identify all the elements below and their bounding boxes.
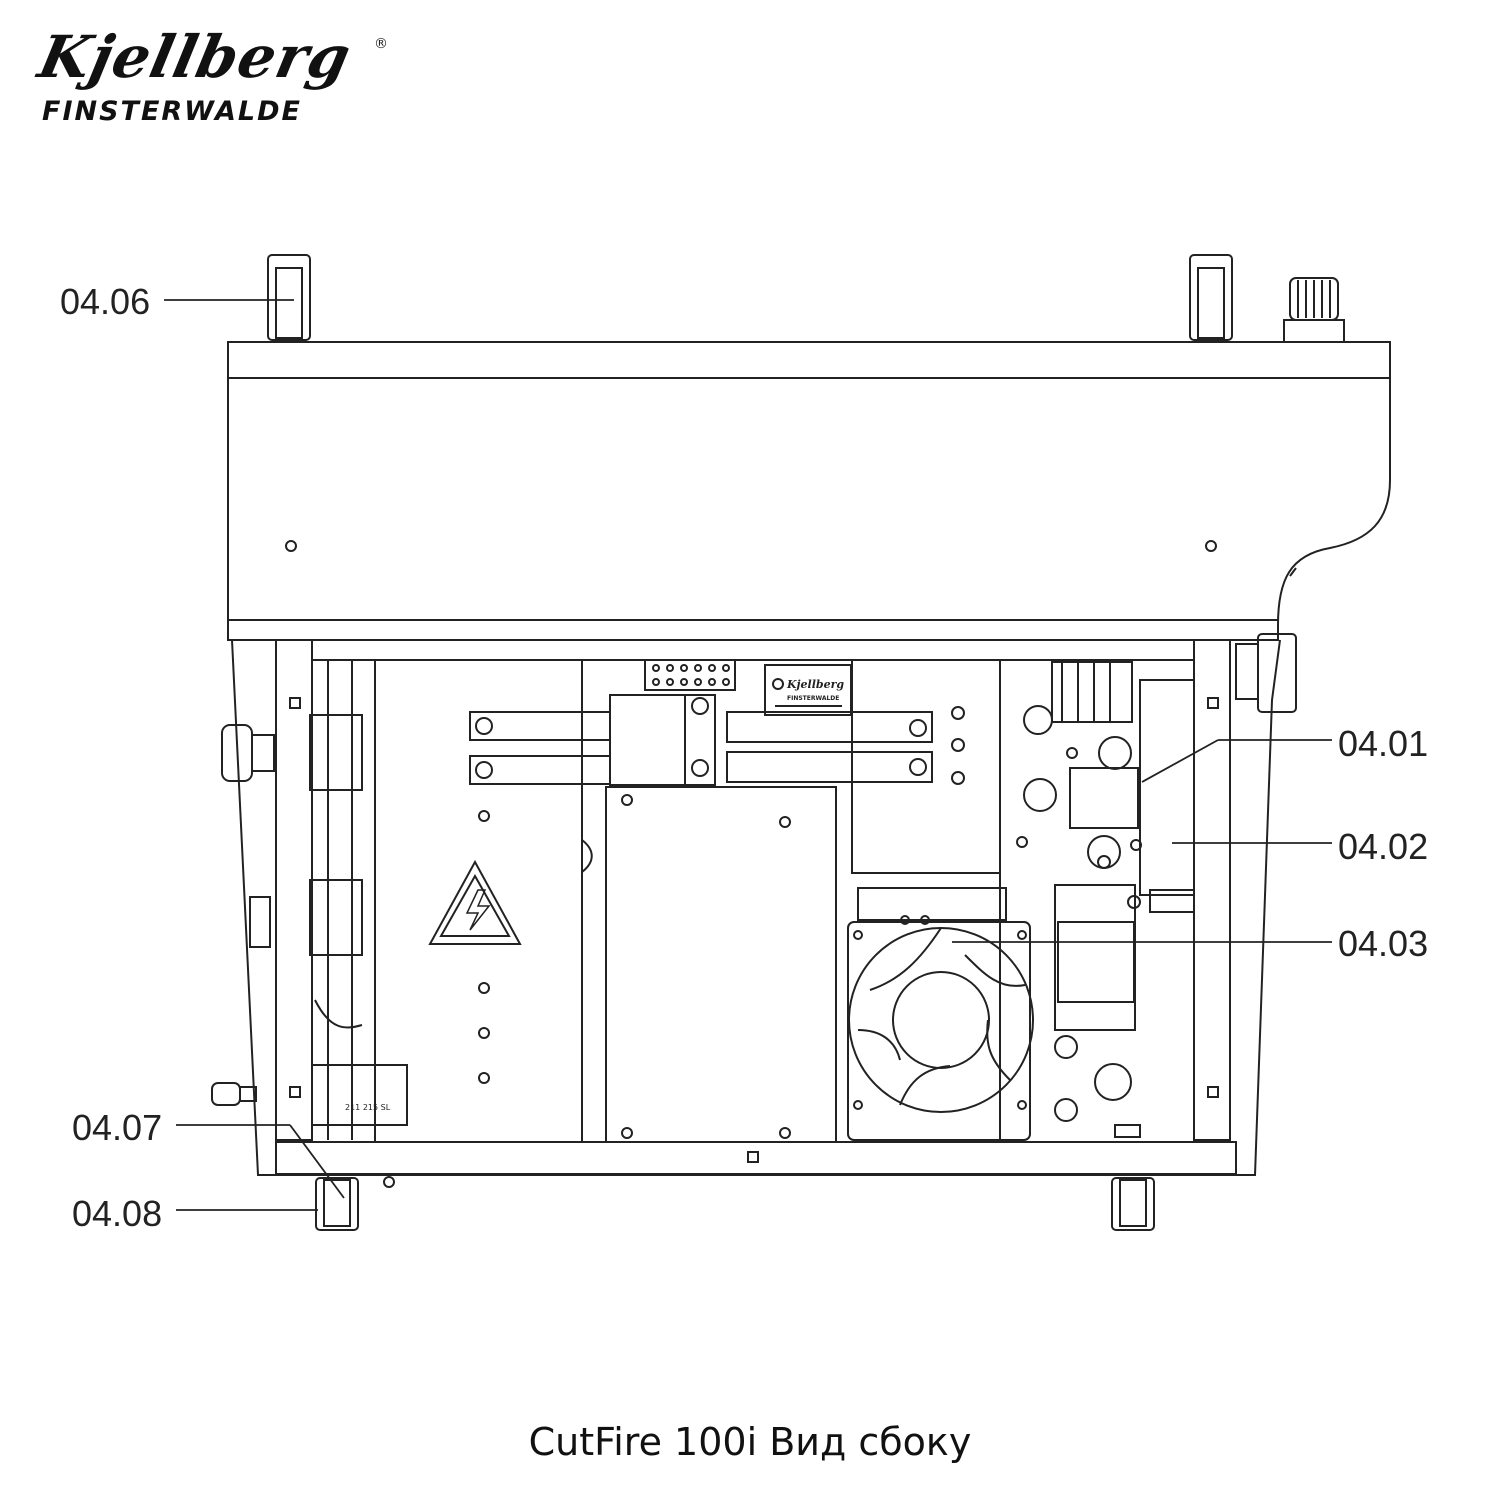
left-side-components: 211 215 SL	[211, 660, 408, 1231]
callout-04-01: 04.01	[1338, 723, 1429, 764]
control-board	[581, 786, 837, 1143]
leader-0401-b	[1141, 739, 1219, 783]
plate-brand-text: Kjellberg	[786, 678, 844, 691]
lower-housing	[231, 639, 1281, 1176]
callout-04-02: 04.02	[1338, 826, 1429, 867]
leader-0407-b	[289, 1124, 345, 1199]
callout-04-03: 04.03	[1338, 923, 1429, 964]
brand-location: FINSTERWALDE	[42, 96, 302, 127]
name-plate: Kjellberg FINSTERWALDE	[764, 664, 852, 716]
cooling-fan	[847, 887, 1034, 1141]
top-handle-right	[1189, 254, 1233, 341]
callout-04-07: 04.07	[72, 1107, 163, 1148]
figure-caption: CutFire 100i Вид сбоку	[528, 1420, 972, 1464]
terminal-connector	[644, 659, 736, 691]
registered-mark: ®	[374, 36, 388, 52]
top-handle-left	[267, 254, 311, 341]
plate-location-text: FINSTERWALDE	[787, 695, 839, 702]
leader-lines	[164, 299, 1332, 1211]
busbars	[469, 694, 933, 786]
callout-04-08: 04.08	[72, 1193, 163, 1234]
control-knob	[1283, 277, 1345, 343]
callout-04-06: 04.06	[60, 281, 151, 322]
upper-housing	[227, 341, 1391, 641]
power-module-panel	[374, 659, 583, 1143]
right-side-components	[999, 633, 1297, 1231]
svg-text:211 215 SL: 211 215 SL	[345, 1103, 391, 1112]
